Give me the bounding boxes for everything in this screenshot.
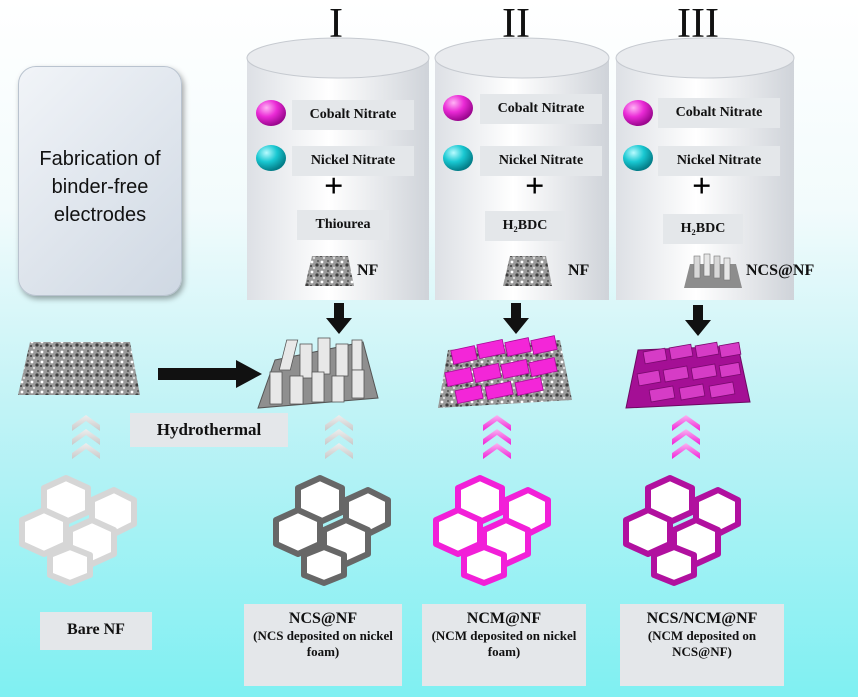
nickel-sphere-iii: [623, 145, 653, 171]
nickel-nitrate-label-ii: Nickel Nitrate: [480, 146, 602, 176]
nickel-nitrate-label-iii: Nickel Nitrate: [658, 146, 780, 176]
chevron-up-icon: [483, 415, 700, 459]
bare-nf-foam: [18, 342, 140, 395]
thiourea-label: Thiourea: [297, 210, 389, 240]
hydrothermal-arrow-icon: [158, 360, 262, 388]
cobalt-nitrate-label-ii: Cobalt Nitrate: [480, 94, 602, 124]
column-label-i: I: [329, 1, 343, 47]
down-arrow-icon: [326, 303, 711, 336]
nickel-nitrate-label-i: Nickel Nitrate: [292, 146, 414, 176]
h2bdc-label-iii: H₂BDC: [663, 214, 743, 244]
nf-label-ii: NF: [568, 262, 590, 279]
nf-label-i: NF: [357, 262, 379, 279]
h2bdc-label-ii: H₂BDC: [485, 211, 565, 241]
cobalt-sphere-i: [256, 100, 286, 126]
cobalt-sphere-iii: [623, 100, 653, 126]
ncs-nf-nanoplates: [257, 337, 379, 409]
caption-title: NCM@NF: [466, 610, 542, 627]
caption-subtitle: (NCM deposited on nickel foam): [431, 628, 577, 659]
hydrothermal-label: Hydrothermal: [130, 413, 288, 447]
foam-hexagon-network-ncs: [273, 475, 391, 586]
cobalt-sphere-ii: [443, 95, 473, 121]
ncs-nf-label-iii: NCS@NF: [746, 262, 815, 279]
chevron-up-icon: [72, 415, 353, 459]
caption-subtitle: (NCM deposited on NCS@NF): [647, 628, 757, 659]
foam-hexagon-network-ncs-ncm: [623, 475, 741, 586]
nf-sample-ii: [503, 256, 552, 286]
caption-title: NCS/NCM@NF: [646, 610, 758, 627]
caption-title: NCS@NF: [288, 610, 358, 627]
caption-bare-nf: Bare NF: [40, 612, 152, 650]
nickel-sphere-ii: [443, 145, 473, 171]
caption-ncs-nf: NCS@NF (NCS deposited on nickel foam): [244, 604, 402, 686]
foam-hexagon-network-bare: [19, 475, 137, 586]
caption-ncm-nf: NCM@NF (NCM deposited on nickel foam): [422, 604, 586, 686]
foam-hexagon-network-ncm: [433, 475, 551, 586]
plus-sign-iii: +: [692, 168, 712, 205]
cobalt-nitrate-label-i: Cobalt Nitrate: [292, 100, 414, 130]
caption-title: Bare NF: [67, 621, 125, 638]
nf-sample-i: [305, 256, 354, 286]
ncm-nf-nanoplates: [438, 335, 572, 408]
ncs-nf-sample-iii: [684, 253, 742, 288]
plus-sign-ii: +: [525, 168, 545, 205]
caption-subtitle: (NCS deposited on nickel foam): [253, 628, 393, 659]
ncs-ncm-nf-nanoplates: [625, 341, 751, 409]
fabrication-label: Fabrication of binder-free electrodes: [39, 148, 161, 226]
nickel-sphere-i: [256, 145, 286, 171]
cobalt-nitrate-label-iii: Cobalt Nitrate: [658, 98, 780, 128]
fabrication-box: Fabrication of binder-free electrodes: [18, 66, 182, 296]
plus-sign-i: +: [324, 168, 344, 205]
caption-ncs-ncm-nf: NCS/NCM@NF (NCM deposited on NCS@NF): [620, 604, 784, 686]
